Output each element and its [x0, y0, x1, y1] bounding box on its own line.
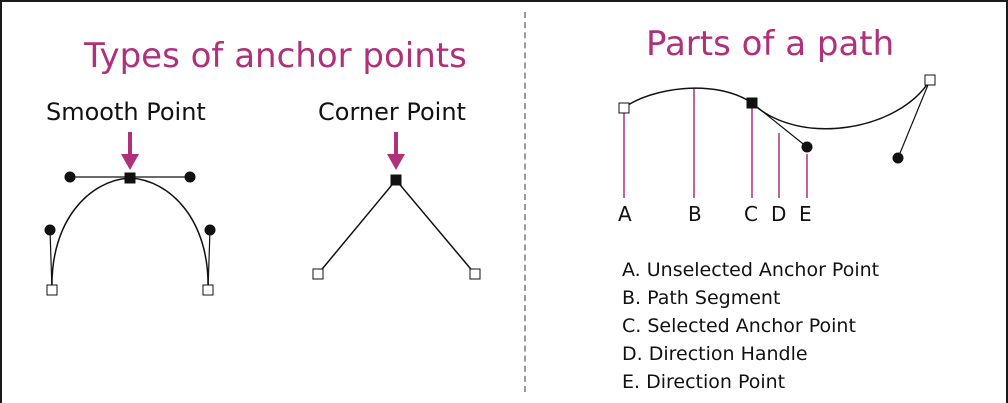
direction-point — [44, 224, 56, 236]
direction-handle — [751, 102, 808, 148]
legend-item-a: A. Unselected Anchor Point — [622, 259, 880, 281]
smooth-curve — [51, 177, 209, 291]
corner-path — [317, 178, 476, 275]
unselected-anchor-point — [924, 74, 936, 86]
section-divider — [524, 12, 526, 392]
corner-arrow-icon — [387, 132, 405, 170]
unselected-anchor-point — [202, 284, 214, 296]
unselected-anchor-point — [312, 268, 324, 280]
direction-handle — [897, 79, 931, 159]
path-parts-diagram — [618, 74, 936, 198]
unselected-anchor-point — [469, 268, 481, 280]
smooth-left-handle — [49, 229, 53, 291]
direction-point — [204, 224, 216, 236]
corner-point-diagram — [312, 132, 481, 280]
legend-list: A. Unselected Anchor Point B. Path Segme… — [622, 256, 879, 396]
smooth-arrow-icon — [121, 132, 139, 170]
legend-item-e: E. Direction Point — [622, 371, 786, 393]
direction-point — [64, 171, 76, 183]
legend-item-d: D. Direction Handle — [622, 343, 808, 365]
path-segment — [623, 79, 931, 130]
smooth-point-diagram — [44, 132, 216, 296]
direction-point — [801, 141, 813, 153]
direction-point — [892, 152, 904, 164]
smooth-right-handle — [207, 229, 211, 291]
selected-anchor-point — [746, 97, 758, 109]
letter-c: C — [744, 202, 758, 226]
left-title: Types of anchor points — [84, 36, 467, 76]
legend-item-b: B. Path Segment — [622, 287, 781, 309]
selected-anchor-point — [390, 174, 402, 186]
legend-item-c: C. Selected Anchor Point — [622, 315, 856, 337]
right-title: Parts of a path — [646, 24, 895, 64]
corner-point-label: Corner Point — [318, 98, 466, 126]
unselected-anchor-point — [46, 284, 58, 296]
letter-b: B — [688, 202, 702, 226]
smooth-point-label: Smooth Point — [46, 98, 206, 126]
letter-d: D — [771, 202, 787, 226]
letter-a: A — [618, 202, 632, 226]
direction-point — [184, 171, 196, 183]
letter-e: E — [799, 202, 812, 226]
unselected-anchor-point — [618, 102, 630, 114]
selected-anchor-point — [124, 172, 136, 184]
